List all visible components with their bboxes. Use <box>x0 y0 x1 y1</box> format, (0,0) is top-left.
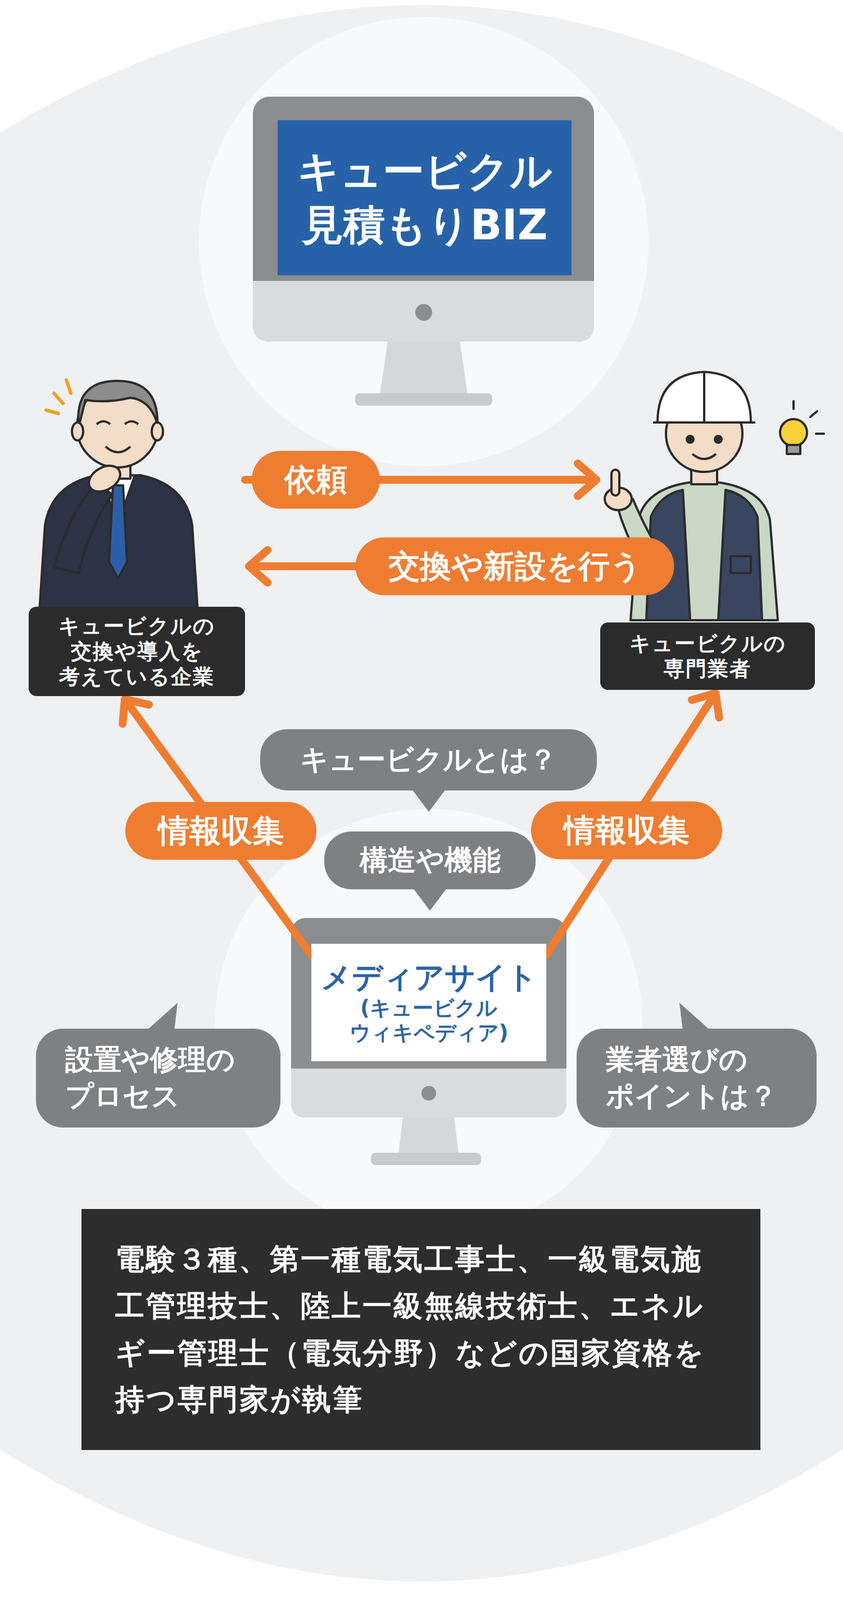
node-text: 設置や修理の プロセス <box>65 1041 266 1116</box>
contractor-box: キュービクルの 専門業者 <box>600 357 815 691</box>
node-text: キュービクル 見積もりBIZ <box>286 143 563 252</box>
monitor-neck <box>398 1116 459 1155</box>
edge-label: 情報収集 <box>531 801 723 860</box>
arrow-head <box>577 463 597 497</box>
bubble-tail <box>146 1003 180 1032</box>
bubble-tail-shape <box>146 1003 178 1032</box>
bubble-tail <box>411 789 446 818</box>
node-text: 構造や機能 <box>359 842 501 879</box>
monitor-bezel <box>291 918 567 1118</box>
node-text: (キュービクル ウィキペディア) <box>316 996 541 1047</box>
node-text: 電験３種、第一種電気工事士、一級電気施工管理技士、陸上一級無線技術士、エネルギー… <box>115 1236 727 1424</box>
monitor-dot <box>415 304 433 321</box>
media-screen: メディアサイト(キュービクル ウィキペディア) <box>311 944 547 1062</box>
monitor-dot <box>421 1086 437 1101</box>
halo <box>215 809 643 1237</box>
speech-bubble: 業者選びの ポイントは？ <box>576 1029 817 1128</box>
arrow-head <box>248 550 268 583</box>
monitor-base <box>355 393 493 406</box>
label-box: キュービクルの 専門業者 <box>600 622 815 691</box>
edge-label: 情報収集 <box>125 801 317 860</box>
monitor-chin <box>291 1068 567 1118</box>
grey-ground <box>0 5 843 1583</box>
monitor-neck <box>379 340 468 395</box>
label-box: キュービクルの 交換や導入を 考えている企業 <box>28 606 246 697</box>
bubble-tail-shape <box>411 789 446 813</box>
businessman <box>39 379 198 613</box>
speech-bubble: キュービクルとは？ <box>260 729 597 791</box>
monitor-bezel <box>252 96 595 342</box>
node-text: キュービクルの 専門業者 <box>605 631 810 682</box>
bubble-tail <box>413 888 447 917</box>
arrow-head <box>691 693 720 719</box>
node-text: メディアサイト <box>320 959 538 997</box>
node-text: 業者選びの ポイントは？ <box>605 1041 802 1116</box>
halo <box>198 16 649 467</box>
node-text: キュービクルとは？ <box>300 741 557 779</box>
edge-label: 依頼 <box>251 450 380 509</box>
top-monitor <box>252 96 595 406</box>
bubble-tail-shape <box>679 1003 711 1032</box>
edge-label: 交換や新設を行う <box>355 537 675 596</box>
speech-bubble: 構造や機能 <box>324 831 536 890</box>
bubble-tail <box>677 1003 711 1032</box>
node-text: キュービクルの 交換や導入を 考えている企業 <box>34 613 240 690</box>
arrow-head <box>122 699 149 725</box>
note-box: 電験３種、第一種電気工事士、一級電気施工管理技士、陸上一級無線技術士、エネルギー… <box>81 1209 761 1451</box>
monitor-base <box>370 1153 482 1166</box>
company-box: キュービクルの 交換や導入を 考えている企業 <box>28 367 246 697</box>
bottom-monitor <box>291 918 567 1166</box>
speech-bubble: 設置や修理の プロセス <box>35 1029 281 1128</box>
bubble-tail-shape <box>413 888 447 912</box>
monitor-chin <box>252 281 595 342</box>
monitor-screen: キュービクル 見積もりBIZ <box>277 120 572 276</box>
